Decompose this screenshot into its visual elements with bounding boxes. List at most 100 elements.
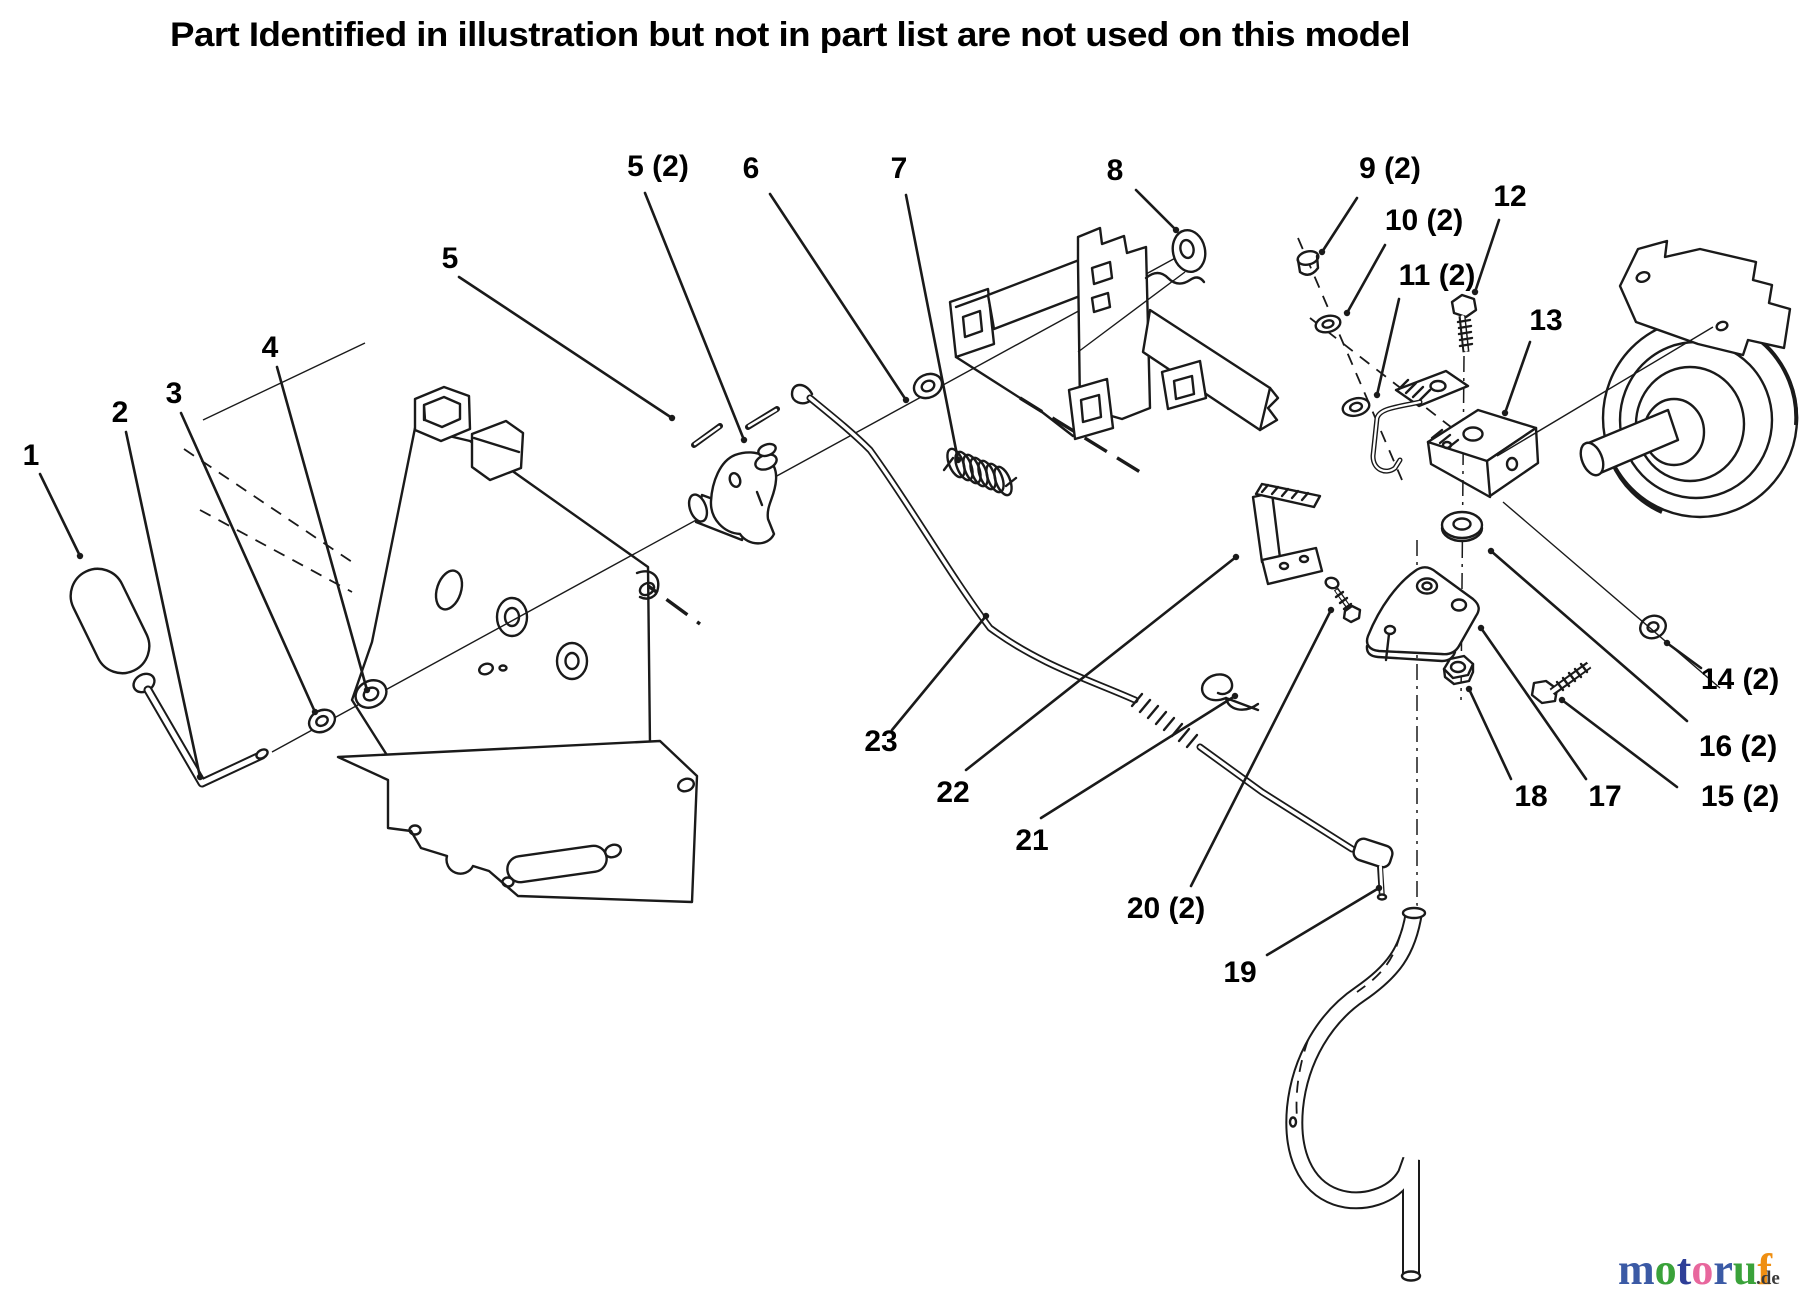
part-label-4: 4 <box>262 331 279 364</box>
shift-rod-drawing-part <box>145 687 265 786</box>
part-leader-dot-3 <box>311 708 319 716</box>
part-leader-23 <box>890 614 988 732</box>
ball-joint-drawing <box>1324 576 1394 901</box>
idler-bracket-drawing-part <box>1371 400 1422 473</box>
logo: motoruf .de <box>1618 1245 1780 1292</box>
bolt-15-drawing-part <box>1555 680 1565 692</box>
part-leader-dot-21 <box>1231 692 1239 700</box>
bolt-15-drawing-part <box>1567 671 1577 683</box>
pivot-cam-drawing-part <box>728 472 742 488</box>
control-cable-drawing-part <box>1162 716 1176 732</box>
cam-plate-drawing-part <box>1415 577 1439 595</box>
idler-bracket-drawing-part <box>1429 379 1447 393</box>
part-label-20: 20 (2) <box>1127 892 1205 925</box>
washer-16-drawing-part <box>1440 526 1484 543</box>
bolt-12-drawing-part <box>1456 318 1472 324</box>
phantom-lines-part <box>1297 237 1403 481</box>
l-bracket-drawing-part <box>1298 554 1310 564</box>
part-leader-9 <box>1320 196 1359 254</box>
mount-frame-drawing-part <box>1079 393 1103 424</box>
bracket-13-drawing-part <box>1426 440 1492 499</box>
cam-plate-drawing-part <box>1365 644 1457 663</box>
spring-drawing-part <box>1004 476 1018 488</box>
phantom-lines-part <box>183 448 353 563</box>
part-leader-dot-17 <box>1477 624 1485 632</box>
idler-bracket-drawing-part <box>1418 388 1432 402</box>
washer-14-drawing-part <box>1639 614 1667 640</box>
control-cable-drawing-part <box>1185 733 1199 749</box>
mount-frame-drawing-part <box>954 293 991 309</box>
bolt-12-drawing-part <box>1458 342 1474 348</box>
idler-bracket-drawing-part <box>1404 381 1418 395</box>
washer-3-drawing-part <box>315 714 329 728</box>
bolt-15-drawing-part <box>1573 667 1583 679</box>
fastener-stack-drawing-part <box>1348 401 1364 413</box>
control-cable-drawing-part <box>808 396 1137 702</box>
mount-frame-drawing-part <box>1090 291 1112 314</box>
fastener-stack-drawing <box>1296 250 1371 418</box>
part-leader-5 <box>457 275 674 420</box>
bracket-13-drawing-part <box>1438 433 1452 445</box>
idler-bracket-drawing <box>1370 369 1470 474</box>
logo-letter-0: m <box>1618 1245 1655 1292</box>
mount-frame-drawing-part <box>948 287 996 359</box>
console-panel-drawing-part <box>470 419 525 482</box>
s-tube-drawing-part <box>1401 906 1427 920</box>
part-leader-22 <box>964 555 1238 772</box>
handle-grip-drawing <box>69 567 151 675</box>
bolt-12-drawing-part <box>1457 324 1473 330</box>
part-leader-dot-9 <box>1318 248 1326 256</box>
bracket-13-drawing-part <box>1446 438 1460 450</box>
part-leader-dot-16 <box>1487 547 1495 555</box>
part-leader-6 <box>768 192 908 402</box>
floor-panel-drawing <box>336 739 699 904</box>
shift-rod-drawing-part <box>143 685 267 788</box>
part-leader-4 <box>275 365 369 692</box>
logo-suffix[interactable]: .de <box>1756 1268 1780 1289</box>
part-leader-14 <box>1665 641 1703 670</box>
idler-bracket-drawing-part <box>1397 378 1410 391</box>
part-leader-dot-4 <box>363 686 371 694</box>
part-leader-3 <box>179 411 317 714</box>
part-label-9: 9 (2) <box>1359 152 1421 185</box>
washer-14-drawing <box>1639 614 1667 640</box>
mount-frame-drawing-part <box>1258 386 1280 432</box>
control-cable-drawing-part <box>790 383 814 405</box>
washer-16-drawing-part <box>1440 510 1484 540</box>
l-bracket-drawing-part <box>1260 483 1270 494</box>
transmission-drawing <box>1496 239 1799 689</box>
cam-plate-drawing <box>1365 566 1480 663</box>
mount-frame-drawing-part <box>1077 271 1186 353</box>
mount-frame-drawing-part <box>1040 410 1075 438</box>
roll-pin-drawing-part <box>693 425 721 446</box>
idler-bracket-drawing-part <box>1411 385 1425 399</box>
bolt-12-drawing-part <box>1450 293 1478 319</box>
part-label-12: 12 <box>1493 180 1526 213</box>
part-leader-20 <box>1189 608 1333 888</box>
roll-pin-drawing <box>691 406 780 448</box>
control-cable-drawing-part <box>1138 698 1152 714</box>
l-bracket-drawing-part <box>1251 491 1282 564</box>
part-leader-dot-19 <box>1375 884 1383 892</box>
console-panel-drawing-part <box>564 651 580 671</box>
logo-letter-2: t <box>1677 1245 1692 1292</box>
part-leader-10 <box>1345 243 1387 315</box>
ball-joint-drawing-part <box>1324 576 1340 590</box>
logo-letter-1: o <box>1655 1245 1677 1292</box>
part-label-21: 21 <box>1015 824 1048 857</box>
part-leader-21 <box>1039 694 1237 820</box>
part-label-5b: 5 (2) <box>627 150 689 183</box>
nut-18-drawing-part <box>1442 662 1475 686</box>
console-panel-drawing-part <box>638 581 656 597</box>
l-bracket-drawing-part <box>1278 561 1290 571</box>
mount-frame-drawing-part <box>1090 260 1114 286</box>
control-cable-drawing-part <box>1130 692 1144 708</box>
washer-16-drawing-part <box>1452 517 1472 531</box>
logo-wordmark[interactable]: motoruf <box>1618 1245 1773 1292</box>
part-leader-dot-1 <box>76 552 84 560</box>
part-leader-8 <box>1134 188 1178 232</box>
washer-3-drawing <box>307 708 337 734</box>
part-label-5: 5 <box>442 242 459 275</box>
